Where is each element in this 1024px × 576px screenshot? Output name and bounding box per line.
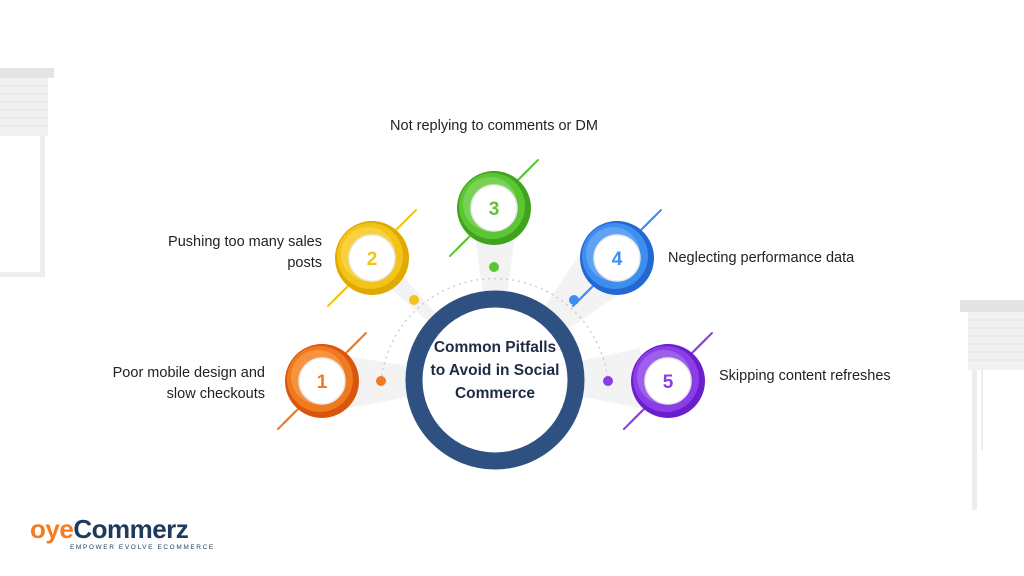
window-blind-right xyxy=(960,300,1024,510)
badge-inner-edge xyxy=(348,234,396,282)
item-label-5: Skipping content refreshes xyxy=(719,368,891,384)
badge-inner-disc xyxy=(594,235,640,281)
item-badge-2: 2 xyxy=(327,209,417,307)
logo-tagline: EMPOWER EVOLVE ECOMMERCE xyxy=(70,544,215,551)
item-label-4: Neglecting performance data xyxy=(668,250,855,266)
badge-number-2: 2 xyxy=(367,249,378,270)
badge-inner-disc xyxy=(471,185,517,231)
connector-dot-1 xyxy=(376,376,386,386)
connector-dot-3 xyxy=(489,262,499,272)
badge-number-5: 5 xyxy=(663,372,674,393)
item-label-1: Poor mobile design and slow checkouts xyxy=(112,365,265,402)
item-badge-3: 3 xyxy=(449,159,539,257)
oyecommerz-logo: oyeCommerz EMPOWER EVOLVE ECOMMERCE xyxy=(30,514,230,554)
badge-number-4: 4 xyxy=(612,249,623,270)
item-badge-5: 5 xyxy=(623,332,713,430)
badge-inner-edge xyxy=(470,184,518,232)
item-badge-1: 1 xyxy=(277,332,367,430)
badge-inner-edge xyxy=(593,234,641,282)
connector-dot-2 xyxy=(409,295,419,305)
logo-brand-commerz: Commerz xyxy=(73,514,189,544)
badge-number-1: 1 xyxy=(317,372,328,393)
connector-dot-4 xyxy=(569,295,579,305)
item-label-3: Not replying to comments or DM xyxy=(390,118,598,134)
center-ring xyxy=(405,290,585,470)
connector-dot-5 xyxy=(603,376,613,386)
badge-inner-disc xyxy=(645,358,691,404)
badge-number-3: 3 xyxy=(489,199,500,220)
badge-inner-disc xyxy=(349,235,395,281)
connector-arc xyxy=(380,278,609,383)
logo-brand-oye: oye xyxy=(30,514,74,544)
window-blind-left xyxy=(0,68,54,277)
center-title: Common Pitfalls to Avoid in Social Comme… xyxy=(430,339,560,402)
badge-inner-disc xyxy=(299,358,345,404)
badge-inner-edge xyxy=(644,357,692,405)
badge-inner-edge xyxy=(298,357,346,405)
item-badge-4: 4 xyxy=(572,209,662,307)
item-label-2: Pushing too many sales posts xyxy=(168,234,322,271)
